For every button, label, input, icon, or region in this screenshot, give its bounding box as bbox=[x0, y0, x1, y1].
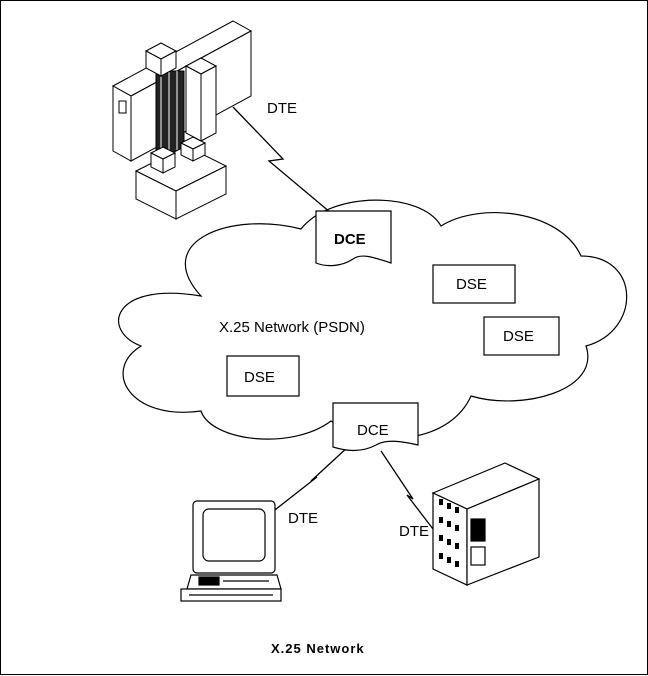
dce-label-bottom: DCE bbox=[357, 422, 389, 439]
mainframe-icon bbox=[111, 20, 253, 220]
dte-label-pc: DTE bbox=[288, 510, 318, 527]
dse-box-2 bbox=[483, 316, 560, 356]
dse-label-2: DSE bbox=[503, 328, 534, 345]
dce-bottom-box bbox=[332, 402, 419, 452]
network-label: X.25 Network (PSDN) bbox=[219, 319, 365, 336]
dce-top-box bbox=[315, 210, 392, 267]
link-mainframe-dce bbox=[232, 106, 332, 214]
dse-label-1: DSE bbox=[456, 276, 487, 293]
dse-box-1 bbox=[432, 264, 516, 304]
dte-label-server: DTE bbox=[399, 523, 429, 540]
dce-label-top: DCE bbox=[334, 231, 366, 248]
link-dce-server bbox=[380, 450, 434, 530]
computer-icon bbox=[180, 500, 282, 602]
dse-box-3 bbox=[226, 355, 300, 397]
dse-label-3: DSE bbox=[244, 369, 275, 386]
diagram-caption: X.25 Network bbox=[271, 641, 365, 656]
dte-label-mainframe: DTE bbox=[267, 100, 297, 117]
server-tower-icon bbox=[431, 462, 541, 586]
link-dce-pc bbox=[270, 445, 350, 514]
